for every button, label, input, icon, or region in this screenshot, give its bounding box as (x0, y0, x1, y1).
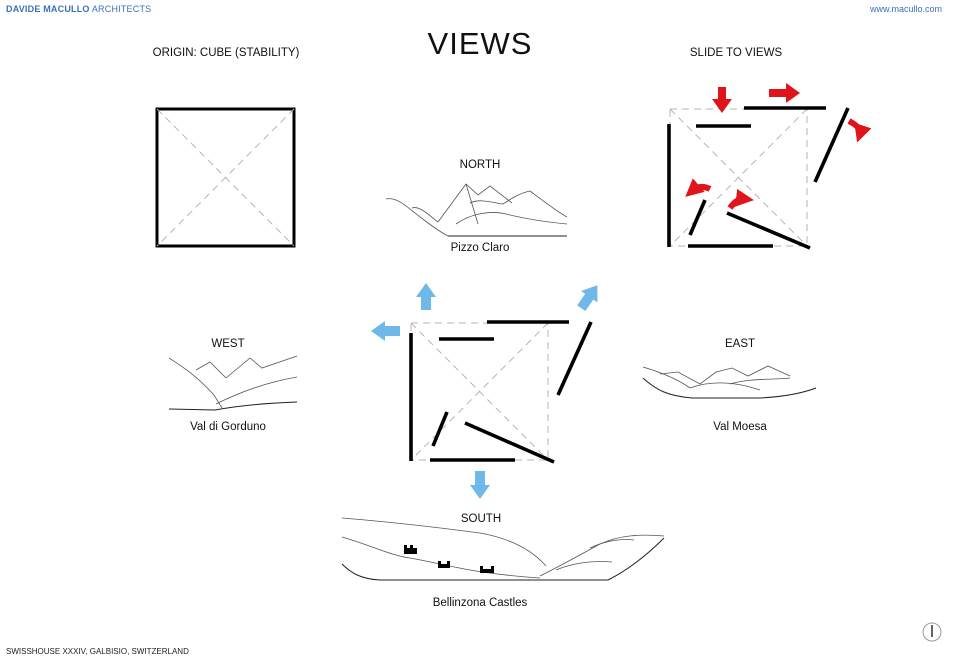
arrow-left-blue-icon (371, 321, 400, 341)
arrow-up-right-blue-icon (577, 285, 598, 312)
south-place-label: Bellinzona Castles (432, 597, 528, 609)
website-link[interactable]: www.macullo.com (869, 4, 942, 14)
central-plan (409, 320, 593, 464)
curved-arrow-right-red-icon (727, 188, 754, 210)
north-landscape (385, 183, 568, 237)
slide-arrows (685, 83, 872, 210)
view-arrows (371, 283, 598, 499)
slide-label: SLIDE TO VIEWS (689, 47, 783, 59)
arrow-down-blue-icon (470, 471, 490, 499)
arrow-up-blue-icon (416, 283, 436, 310)
brand-name: DAVIDE MACULLO (6, 4, 90, 14)
south-label: SOUTH (460, 513, 502, 525)
south-landscape (341, 517, 665, 581)
curved-arrow-left-red-icon (685, 178, 712, 197)
origin-label: ORIGIN: CUBE (STABILITY) (152, 47, 300, 59)
east-landscape (642, 365, 817, 399)
brand-suffix: ARCHITECTS (91, 4, 152, 14)
castle-icon (404, 545, 417, 554)
slide-plan (667, 106, 850, 250)
origin-cube (155, 107, 296, 248)
north-arrow-icon (922, 622, 942, 642)
curved-arrow-cw-red-icon (847, 118, 872, 143)
west-place-label: Val di Gorduno (190, 421, 266, 433)
east-label: EAST (724, 338, 756, 350)
castle-icon (438, 561, 450, 568)
west-landscape (168, 355, 298, 411)
castle-icon (480, 566, 494, 573)
project-caption: SWISSHOUSE XXXIV, GALBISIO, SWITZERLAND (6, 647, 189, 656)
east-place-label: Val Moesa (713, 421, 767, 433)
brand-logo: DAVIDE MACULLO ARCHITECTS (6, 4, 151, 14)
arrow-right-red-icon (769, 83, 800, 103)
north-label: NORTH (459, 159, 501, 171)
arrow-down-red-icon (712, 87, 732, 113)
page-title: VIEWS (427, 26, 533, 61)
west-label: WEST (211, 338, 245, 350)
north-place-label: Pizzo Claro (450, 242, 510, 254)
